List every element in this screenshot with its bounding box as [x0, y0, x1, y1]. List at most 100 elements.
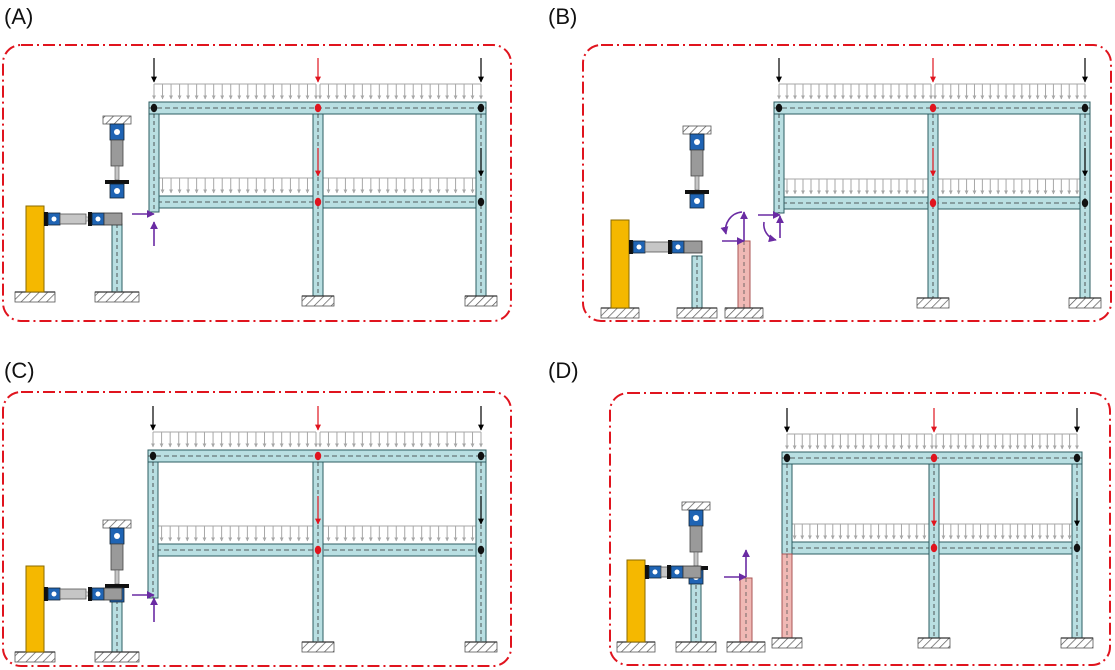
- roof-center-node: [930, 453, 938, 463]
- removed-column-support: [724, 307, 764, 319]
- reaction-wall-support: [14, 651, 56, 663]
- roof-right-node: [477, 451, 485, 461]
- jack-cylinder: [110, 139, 124, 167]
- reaction-wall: [610, 219, 630, 309]
- jack-pin: [694, 139, 700, 145]
- roof-left-node: [783, 453, 791, 463]
- floor-right-node: [1073, 543, 1081, 553]
- roof-left-node: [775, 103, 783, 113]
- actuator-pin: [636, 244, 642, 250]
- panel-a-drawing: [2, 44, 512, 322]
- moment-arrow-right: [763, 221, 777, 243]
- vertical-actuator: [102, 115, 132, 199]
- reaction-wall-support: [14, 291, 56, 303]
- test-boundary: [2, 44, 512, 322]
- panel-d-drawing: [609, 392, 1111, 666]
- distributed-load-floor-left: [785, 523, 934, 540]
- actuator-base-plate: [44, 587, 48, 601]
- jack-cylinder: [689, 525, 703, 553]
- reaction-wall: [626, 559, 646, 643]
- panel-b: (B): [548, 4, 1112, 322]
- distributed-load-roof-left: [777, 83, 933, 100]
- reaction-wall-support: [600, 307, 640, 319]
- jack-pin: [114, 188, 120, 194]
- roof-center-node: [929, 103, 937, 113]
- horizontal-actuator: [610, 219, 703, 309]
- test-column-support: [676, 307, 718, 319]
- left-column-support: [771, 637, 803, 649]
- jack-pin: [694, 198, 700, 204]
- jack-cylinder: [110, 543, 124, 571]
- distributed-load-floor-left: [151, 525, 318, 542]
- panel-d: (D): [548, 358, 1111, 666]
- test-boundary: [609, 392, 1111, 666]
- horizontal-actuator: [25, 205, 123, 293]
- distributed-load-roof-right: [934, 433, 1079, 450]
- test-boundary: [2, 391, 512, 667]
- jack-plate: [685, 190, 709, 194]
- distributed-load-floor-right: [318, 525, 483, 542]
- panel-c-label: (C): [4, 358, 35, 383]
- roof-left-node: [150, 103, 158, 113]
- center-column-support: [301, 641, 335, 653]
- distributed-load-floor-left: [777, 178, 933, 195]
- distributed-load-roof-left: [151, 431, 318, 448]
- right-column-support: [464, 641, 498, 653]
- panel-a: (A): [2, 4, 512, 322]
- actuator-front-plate: [667, 565, 671, 579]
- roof-right-node: [1081, 103, 1089, 113]
- distributed-load-floor-right: [933, 178, 1087, 195]
- jack-cylinder: [690, 149, 704, 177]
- jack-rod: [114, 569, 120, 585]
- jack-pin: [114, 533, 120, 539]
- jack-anchor: [102, 115, 132, 125]
- jack-rod: [694, 175, 700, 191]
- actuator-pin: [51, 591, 57, 597]
- reaction-wall-support: [616, 641, 656, 653]
- actuator-base-plate: [629, 240, 633, 254]
- panel-b-label: (B): [548, 4, 577, 29]
- reaction-wall: [25, 205, 45, 293]
- floor-center-node: [314, 197, 322, 207]
- test-column-support: [94, 291, 140, 303]
- load-transfer-block: [682, 565, 702, 579]
- roof-center-node: [314, 451, 322, 461]
- floor-right-node: [477, 197, 485, 207]
- jack-anchor: [682, 125, 712, 135]
- center-column-support: [917, 637, 951, 649]
- floor-center-node: [314, 545, 322, 555]
- panel-d-label: (D): [548, 358, 579, 383]
- actuator-front-plate: [88, 212, 92, 226]
- actuator-pin: [652, 569, 658, 575]
- jack-pin: [693, 515, 699, 521]
- distributed-load-floor-right: [934, 523, 1079, 540]
- test-boundary: [582, 44, 1112, 322]
- roof-center-node: [314, 103, 322, 113]
- jack-anchor: [102, 519, 132, 529]
- actuator-front-plate: [88, 587, 92, 601]
- actuator-base-plate: [44, 212, 48, 226]
- center-column-support: [301, 295, 335, 307]
- reaction-wall: [25, 565, 45, 653]
- jack-pin: [114, 129, 120, 135]
- panel-b-drawing: [582, 44, 1112, 322]
- horizontal-actuator: [25, 565, 123, 653]
- panel-a-label: (A): [4, 4, 33, 29]
- distributed-load-roof-left: [152, 83, 318, 100]
- actuator-pin: [51, 216, 57, 222]
- distributed-load-roof-right: [318, 431, 483, 448]
- load-transfer-block: [103, 587, 123, 601]
- horizontal-actuator: [626, 559, 702, 643]
- jack-plate: [105, 584, 129, 588]
- actuator-pin: [95, 591, 101, 597]
- actuator-cylinder: [644, 241, 672, 253]
- actuator-pin: [675, 244, 681, 250]
- right-column-support: [1060, 637, 1094, 649]
- load-transfer-block: [103, 212, 123, 226]
- actuator-cylinder: [59, 213, 87, 225]
- floor-center-node: [930, 543, 938, 553]
- roof-left-node: [149, 451, 157, 461]
- distributed-load-roof-right: [933, 83, 1087, 100]
- test-column-support: [675, 641, 717, 653]
